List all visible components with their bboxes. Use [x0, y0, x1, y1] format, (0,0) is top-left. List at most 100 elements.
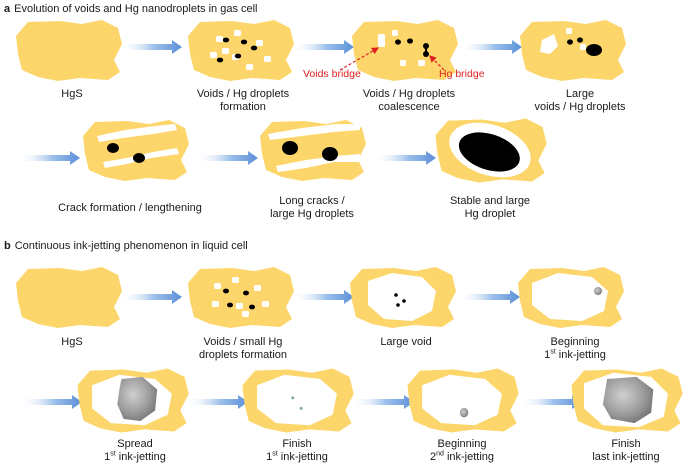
hg-droplet — [133, 153, 145, 163]
b-step-4-text: ink-jetting — [555, 349, 606, 361]
crack — [268, 124, 360, 140]
b-step-1-line1: HgS — [61, 336, 83, 348]
a-particle-coalescence — [352, 20, 458, 81]
a-step-6-line2: large Hg droplets — [270, 208, 354, 220]
a-step-6-line1: Long cracks / — [279, 195, 345, 207]
b-arrow-2 — [292, 290, 354, 304]
b-particle-voids — [188, 267, 294, 328]
b-step-6-ordinal: 1 — [266, 451, 273, 463]
void-square — [242, 311, 249, 317]
b-step-6-suffix: st — [272, 450, 278, 458]
b-step-3-line1: Large void — [380, 336, 432, 348]
a-particle-hgs-body — [16, 20, 122, 81]
hg-droplet — [240, 39, 248, 45]
b-step-4-suffix: st — [550, 348, 556, 356]
a-step-5-label: Crack formation / lengthening — [58, 202, 202, 215]
ink-droplet — [602, 376, 654, 424]
a-particle-hgs — [16, 20, 122, 81]
a-particle-large — [520, 20, 626, 81]
b-step-5-ordinal: 1 — [104, 451, 111, 463]
b-step-6-text: ink-jetting — [277, 451, 328, 463]
void-square — [234, 30, 241, 36]
b-arrow-1 — [120, 290, 182, 304]
b-step-6-line1: Finish — [282, 438, 312, 450]
a-step-6-label: Long cracks /large Hg droplets — [270, 195, 354, 221]
b-arrow-7-shape — [520, 395, 582, 409]
a-step-7-line1: Stable and large — [449, 195, 531, 207]
b-particle-begin-1 — [518, 267, 624, 328]
b-step-6-line2: 1st ink-jetting — [266, 450, 328, 464]
a-arrow-4 — [18, 151, 80, 165]
hg-droplet — [216, 57, 224, 63]
a-arrow-6-shape — [374, 151, 436, 165]
a-arrow-5-shape — [196, 151, 258, 165]
b-step-5-line1: Spread — [117, 438, 153, 450]
b-step-3-label: Large void — [380, 336, 431, 349]
a-step-4-line1: Large — [565, 88, 595, 100]
ink-droplet — [117, 376, 158, 421]
void-square — [210, 52, 217, 58]
hg-bridge-pointer — [429, 55, 445, 71]
b-step-4-line2: 1st ink-jetting — [544, 348, 606, 362]
b-particle-large-void — [350, 267, 456, 328]
b-step-2-line1: Voids / small Hg — [203, 336, 283, 348]
b-particle-begin-2 — [407, 368, 519, 433]
b-particle-hgs — [16, 267, 122, 328]
void-square — [236, 303, 243, 309]
panel-b-letter: b — [4, 240, 11, 252]
ink-droplet — [459, 407, 469, 418]
a-step-2-line2: formation — [220, 101, 266, 113]
void-square — [254, 285, 261, 291]
b-step-5-suffix: st — [110, 450, 116, 458]
crack — [97, 124, 177, 142]
ink-residue — [299, 406, 303, 410]
b-particle-finish-last — [571, 368, 683, 433]
void-square — [232, 277, 239, 283]
a-arrow-6 — [374, 151, 436, 165]
b-arrow-3-shape — [458, 290, 520, 304]
void-large — [532, 273, 608, 321]
hg-bridge-annotation: Hg bridge — [439, 68, 485, 80]
a-particle-stable — [435, 118, 547, 183]
hg-droplet — [402, 299, 406, 303]
b-arrow-6-shape — [352, 395, 414, 409]
b-step-7-line1: Beginning — [437, 438, 487, 450]
a-particle-large-body — [520, 20, 626, 81]
void-square — [216, 36, 223, 42]
hg-droplet — [234, 53, 242, 59]
b-particle-spread-1 — [77, 368, 189, 433]
b-arrow-1-shape — [120, 290, 182, 304]
hg-droplet-large — [586, 44, 602, 56]
hg-droplet — [249, 304, 255, 310]
a-step-7-line2: Hg droplet — [464, 208, 516, 220]
void-square — [256, 40, 263, 46]
b-arrow-5-shape — [186, 395, 248, 409]
void-square — [212, 301, 219, 307]
hg-droplet — [227, 302, 233, 308]
panel-a-title-text: Evolution of voids and Hg nanodroplets i… — [14, 3, 258, 15]
b-step-7-suffix: nd — [436, 450, 444, 458]
b-arrow-5 — [186, 395, 248, 409]
b-arrow-2-shape — [292, 290, 354, 304]
b-step-7-ordinal: 2 — [429, 451, 437, 463]
b-arrow-6 — [352, 395, 414, 409]
void-square — [264, 56, 271, 62]
a-step-4-line2: voids / Hg droplets — [534, 101, 626, 113]
hg-droplet — [577, 37, 583, 43]
b-step-5-text: ink-jetting — [115, 451, 166, 463]
a-step-5-line1: Crack formation / lengthening — [58, 202, 202, 214]
a-arrow-1 — [120, 40, 182, 54]
a-step-3-line1: Voids / Hg droplets — [362, 88, 456, 100]
void-square — [566, 28, 572, 34]
void-large — [540, 34, 558, 54]
hg-droplet — [322, 147, 338, 161]
